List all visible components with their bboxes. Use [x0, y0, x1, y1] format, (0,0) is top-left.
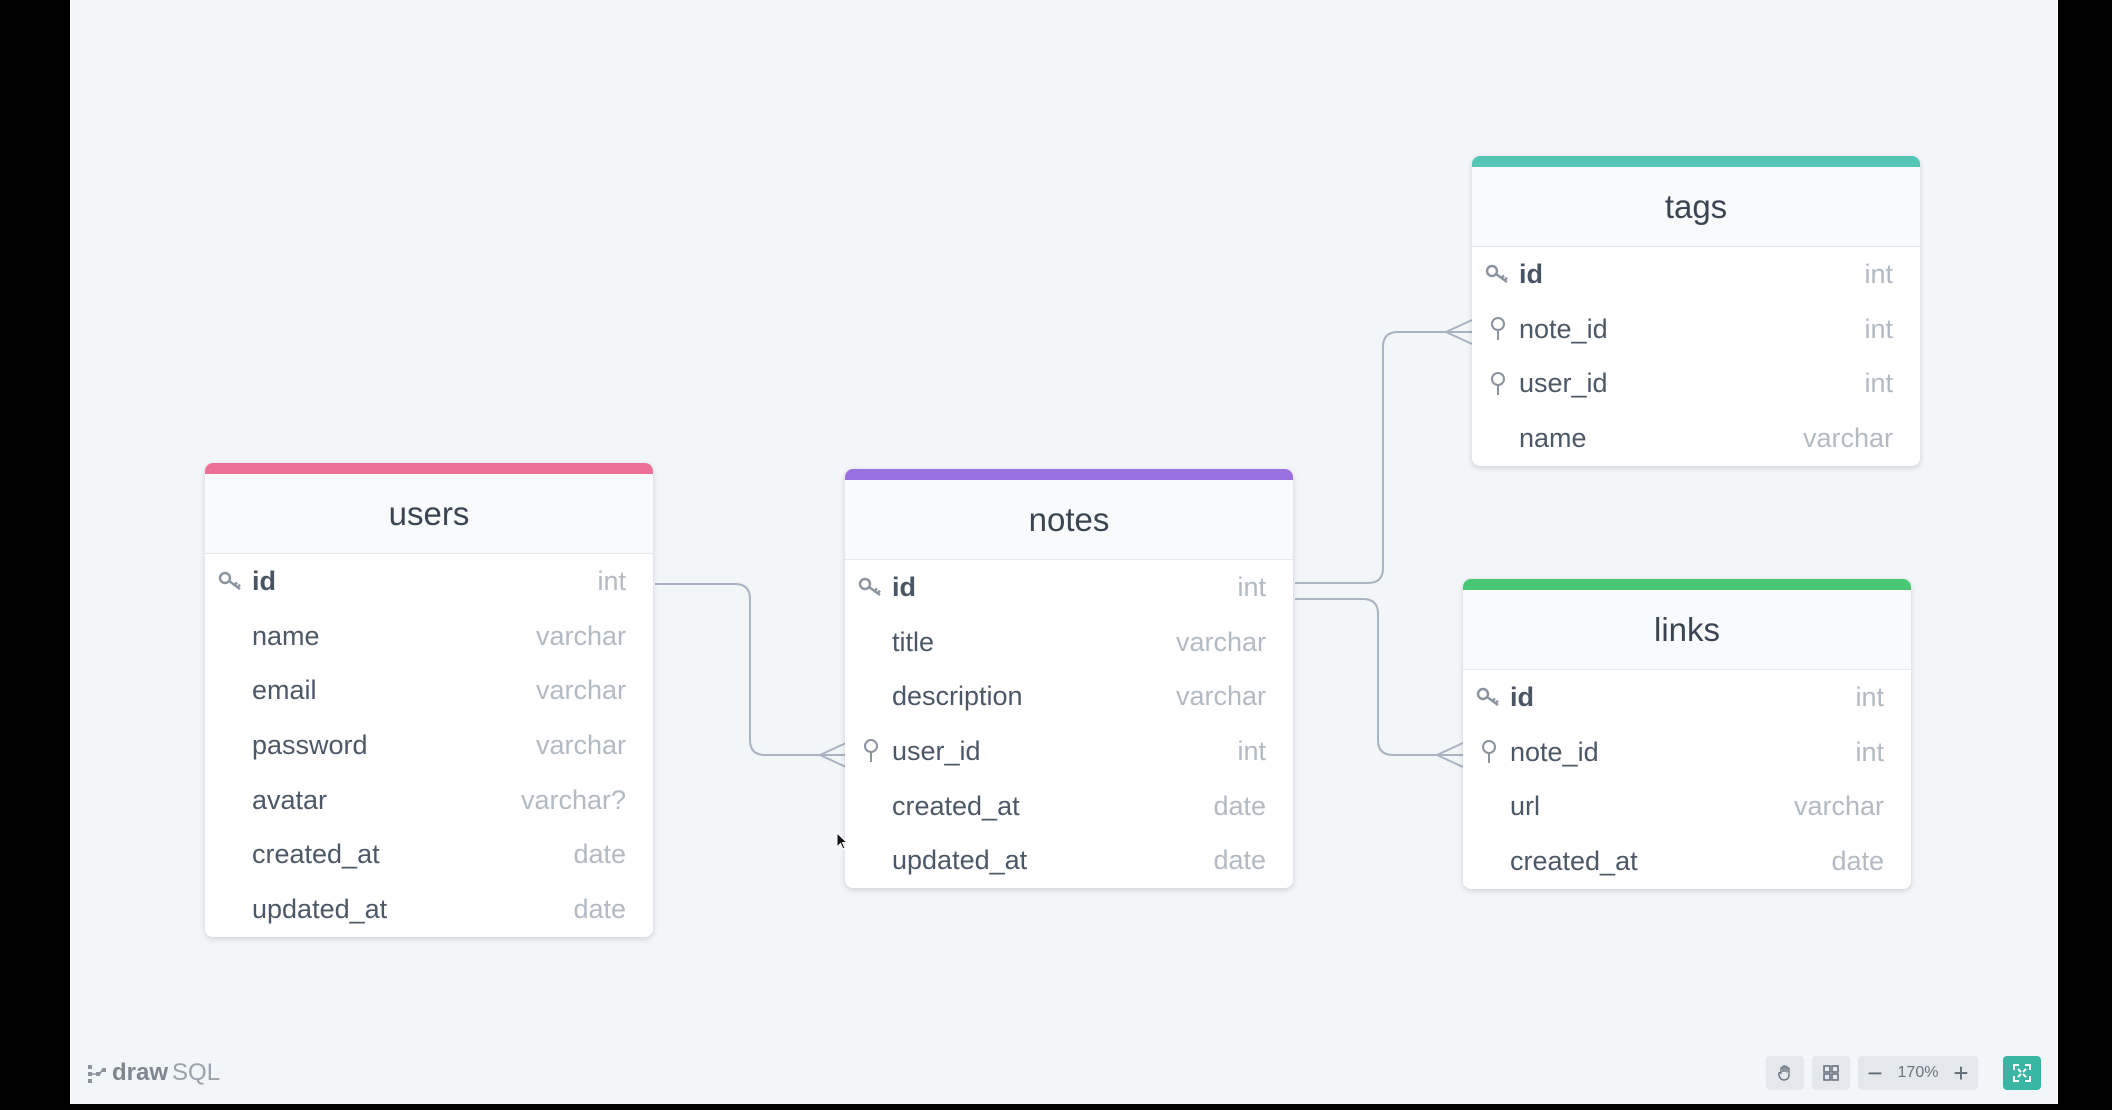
column-name: created_at — [892, 790, 1020, 821]
mouse-cursor-icon — [836, 832, 849, 850]
table-title[interactable]: tags — [1472, 167, 1920, 247]
grid-icon — [1823, 1065, 1839, 1081]
logo-sql-text: SQL — [172, 1059, 221, 1086]
grid-button[interactable] — [1812, 1056, 1850, 1090]
column-type: date — [1213, 790, 1266, 821]
column-row-note-id[interactable]: note_id int — [1472, 302, 1920, 357]
table-links[interactable]: links id int note_id int url varchar created_a… — [1463, 579, 1911, 889]
column-name: id — [892, 571, 916, 602]
bottom-strip — [0, 1104, 2112, 1110]
column-name: url — [1510, 791, 1541, 822]
column-row-description[interactable]: description varchar — [845, 669, 1293, 724]
column-type: date — [1213, 845, 1266, 876]
column-type: varchar — [1802, 422, 1893, 453]
column-row-id[interactable]: id int — [1472, 247, 1920, 302]
column-type: int — [1864, 258, 1893, 289]
column-name: updated_at — [892, 845, 1028, 876]
column-type: varchar — [1175, 681, 1266, 712]
column-row-updated-at[interactable]: updated_at date — [205, 882, 653, 937]
column-type: int — [1855, 681, 1884, 712]
column-name: id — [1519, 258, 1543, 289]
column-name: description — [892, 681, 1023, 712]
column-type: int — [1855, 736, 1884, 767]
column-type: int — [1864, 313, 1893, 344]
zoom-in-icon[interactable]: + — [1953, 1057, 1969, 1088]
table-color-bar — [205, 463, 653, 474]
column-row-note-id[interactable]: note_id int — [1463, 725, 1911, 780]
foreign-key-icon — [1484, 370, 1512, 398]
column-row-id[interactable]: id int — [205, 554, 653, 609]
column-row-name[interactable]: name varchar — [1472, 411, 1920, 466]
primary-key-icon — [857, 573, 885, 601]
column-name: user_id — [892, 735, 981, 766]
column-type: int — [1864, 368, 1893, 399]
column-type: int — [1237, 571, 1266, 602]
table-color-bar — [1463, 579, 1911, 590]
column-type: date — [1831, 845, 1884, 876]
hand-icon — [1778, 1065, 1790, 1081]
column-row-id[interactable]: id int — [1463, 670, 1911, 725]
table-color-bar — [1472, 156, 1920, 167]
zoom-out-icon[interactable]: − — [1867, 1057, 1883, 1088]
hand-tool-button[interactable] — [1766, 1056, 1804, 1090]
column-name: password — [252, 729, 368, 760]
column-row-user-id[interactable]: user_id int — [1472, 356, 1920, 411]
column-type: date — [573, 839, 626, 870]
column-type: varchar — [535, 620, 626, 651]
column-row-title[interactable]: title varchar — [845, 615, 1293, 670]
column-row-created-at[interactable]: created_at date — [845, 779, 1293, 834]
zoom-level: 170% — [1897, 1064, 1939, 1081]
column-type: int — [597, 565, 626, 596]
column-row-id[interactable]: id int — [845, 560, 1293, 615]
table-notes[interactable]: notes id int title varchar description varcha… — [845, 469, 1293, 889]
column-name: name — [1519, 422, 1587, 453]
column-type: varchar — [1793, 791, 1884, 822]
table-title[interactable]: links — [1463, 590, 1911, 670]
drawsql-logo-icon — [88, 1065, 106, 1083]
column-row-name[interactable]: name varchar — [205, 609, 653, 664]
column-type: varchar — [535, 675, 626, 706]
zoom-control: − 170% + — [1858, 1056, 1978, 1090]
primary-key-icon — [1484, 260, 1512, 288]
column-row-created-at[interactable]: created_at date — [205, 827, 653, 882]
primary-key-icon — [217, 567, 245, 595]
column-name: title — [892, 626, 935, 657]
column-row-url[interactable]: url varchar — [1463, 779, 1911, 834]
fullscreen-icon — [2013, 1064, 2031, 1082]
column-row-created-at[interactable]: created_at date — [1463, 834, 1911, 889]
foreign-key-icon — [1484, 315, 1512, 343]
column-name: note_id — [1519, 313, 1608, 344]
foreign-key-icon — [1475, 738, 1503, 766]
column-name: updated_at — [252, 893, 388, 924]
column-name: created_at — [252, 839, 380, 870]
column-row-updated-at[interactable]: updated_at date — [845, 833, 1293, 888]
column-name: avatar — [252, 784, 328, 815]
column-row-password[interactable]: password varchar — [205, 718, 653, 773]
column-row-avatar[interactable]: avatar varchar? — [205, 773, 653, 828]
column-name: email — [252, 675, 317, 706]
column-name: note_id — [1510, 736, 1599, 767]
column-type: varchar — [535, 729, 626, 760]
column-name: user_id — [1519, 368, 1608, 399]
column-name: id — [1510, 681, 1534, 712]
logo-draw-text: draw — [112, 1059, 169, 1086]
table-title[interactable]: users — [205, 474, 653, 554]
column-name: created_at — [1510, 845, 1638, 876]
primary-key-icon — [1475, 683, 1503, 711]
column-row-email[interactable]: email varchar — [205, 663, 653, 718]
column-row-user-id[interactable]: user_id int — [845, 724, 1293, 779]
table-color-bar — [845, 469, 1293, 480]
column-name: id — [252, 565, 276, 596]
table-title[interactable]: notes — [845, 480, 1293, 560]
column-type: date — [573, 893, 626, 924]
column-type: varchar — [1175, 626, 1266, 657]
column-type: int — [1237, 735, 1266, 766]
column-type: varchar? — [520, 784, 626, 815]
column-name: name — [252, 620, 320, 651]
fullscreen-button[interactable] — [2003, 1056, 2041, 1090]
foreign-key-icon — [857, 737, 885, 765]
